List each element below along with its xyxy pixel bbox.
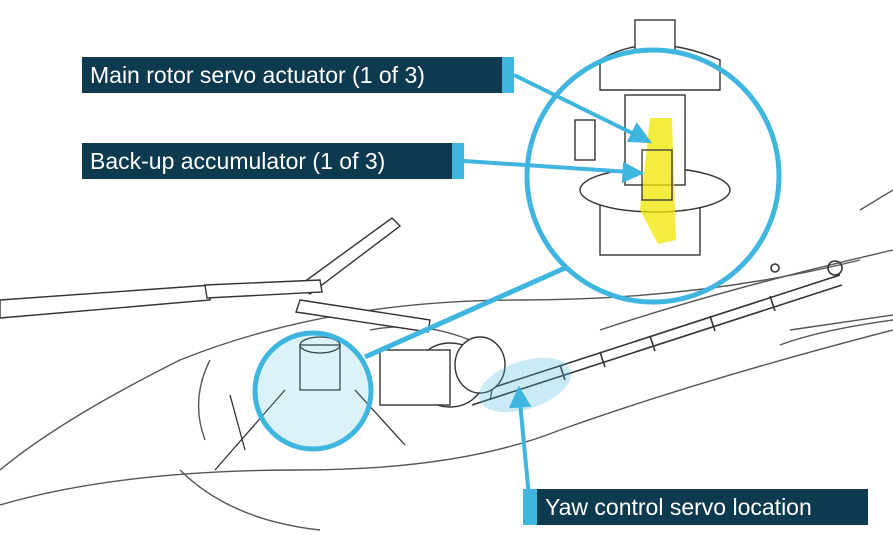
engine (379, 336, 506, 408)
callout-yaw-servo-text: Yaw control servo location (545, 494, 812, 520)
tail-drive-shaft (469, 260, 843, 406)
callout-main-rotor-servo-text: Main rotor servo actuator (1 of 3) (90, 62, 425, 88)
rotor-blades (0, 217, 431, 333)
callout-tab (523, 489, 537, 525)
callout-yaw-servo: Yaw control servo location (523, 489, 868, 525)
highlights (478, 118, 676, 413)
zoom-circle-small (252, 330, 374, 452)
callout-backup-accumulator-text: Back-up accumulator (1 of 3) (90, 148, 386, 174)
callout-circles (252, 47, 782, 452)
rotor-head-small (214, 336, 406, 471)
callout-main-rotor-servo: Main rotor servo actuator (1 of 3) (82, 57, 514, 93)
callout-arrows (463, 73, 653, 508)
callout-backup-accumulator: Back-up accumulator (1 of 3) (82, 143, 464, 179)
zoom-circle-large (524, 47, 782, 305)
zoom-connector (363, 265, 567, 360)
callout-tab (452, 143, 464, 179)
callout-tab (502, 57, 514, 93)
